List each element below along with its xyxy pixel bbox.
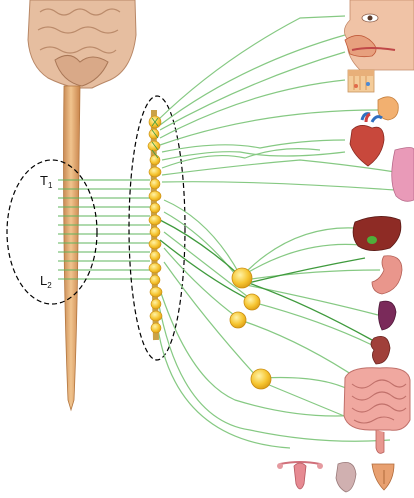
segment-label-t1: T1 (40, 174, 52, 190)
sympathetic-trunk (148, 110, 162, 340)
uterus-icon (277, 462, 323, 489)
skin-icon (348, 70, 374, 92)
stomach-icon (372, 256, 402, 294)
chain-ganglia (148, 116, 162, 333)
segment-label-l2: L2 (40, 274, 52, 290)
spinal-cord (64, 86, 81, 410)
bladder-icon (336, 462, 356, 492)
celiac-ganglion (232, 268, 252, 288)
reproductive-gland-icon (372, 464, 394, 490)
brain-icon (28, 0, 136, 88)
liver-icon (353, 216, 401, 250)
inferior-mesenteric-ganglion (251, 369, 271, 389)
splanchnic-fibers (160, 220, 372, 340)
lung-icon (392, 148, 414, 202)
kidney-icon (371, 336, 390, 364)
intestine-icon (344, 368, 410, 454)
spleen-icon (378, 301, 396, 330)
heart-icon (350, 114, 384, 166)
eye-and-nose-icon (344, 0, 414, 70)
aorticorenal-ganglion (230, 312, 246, 328)
superior-mesenteric-ganglion (244, 294, 260, 310)
